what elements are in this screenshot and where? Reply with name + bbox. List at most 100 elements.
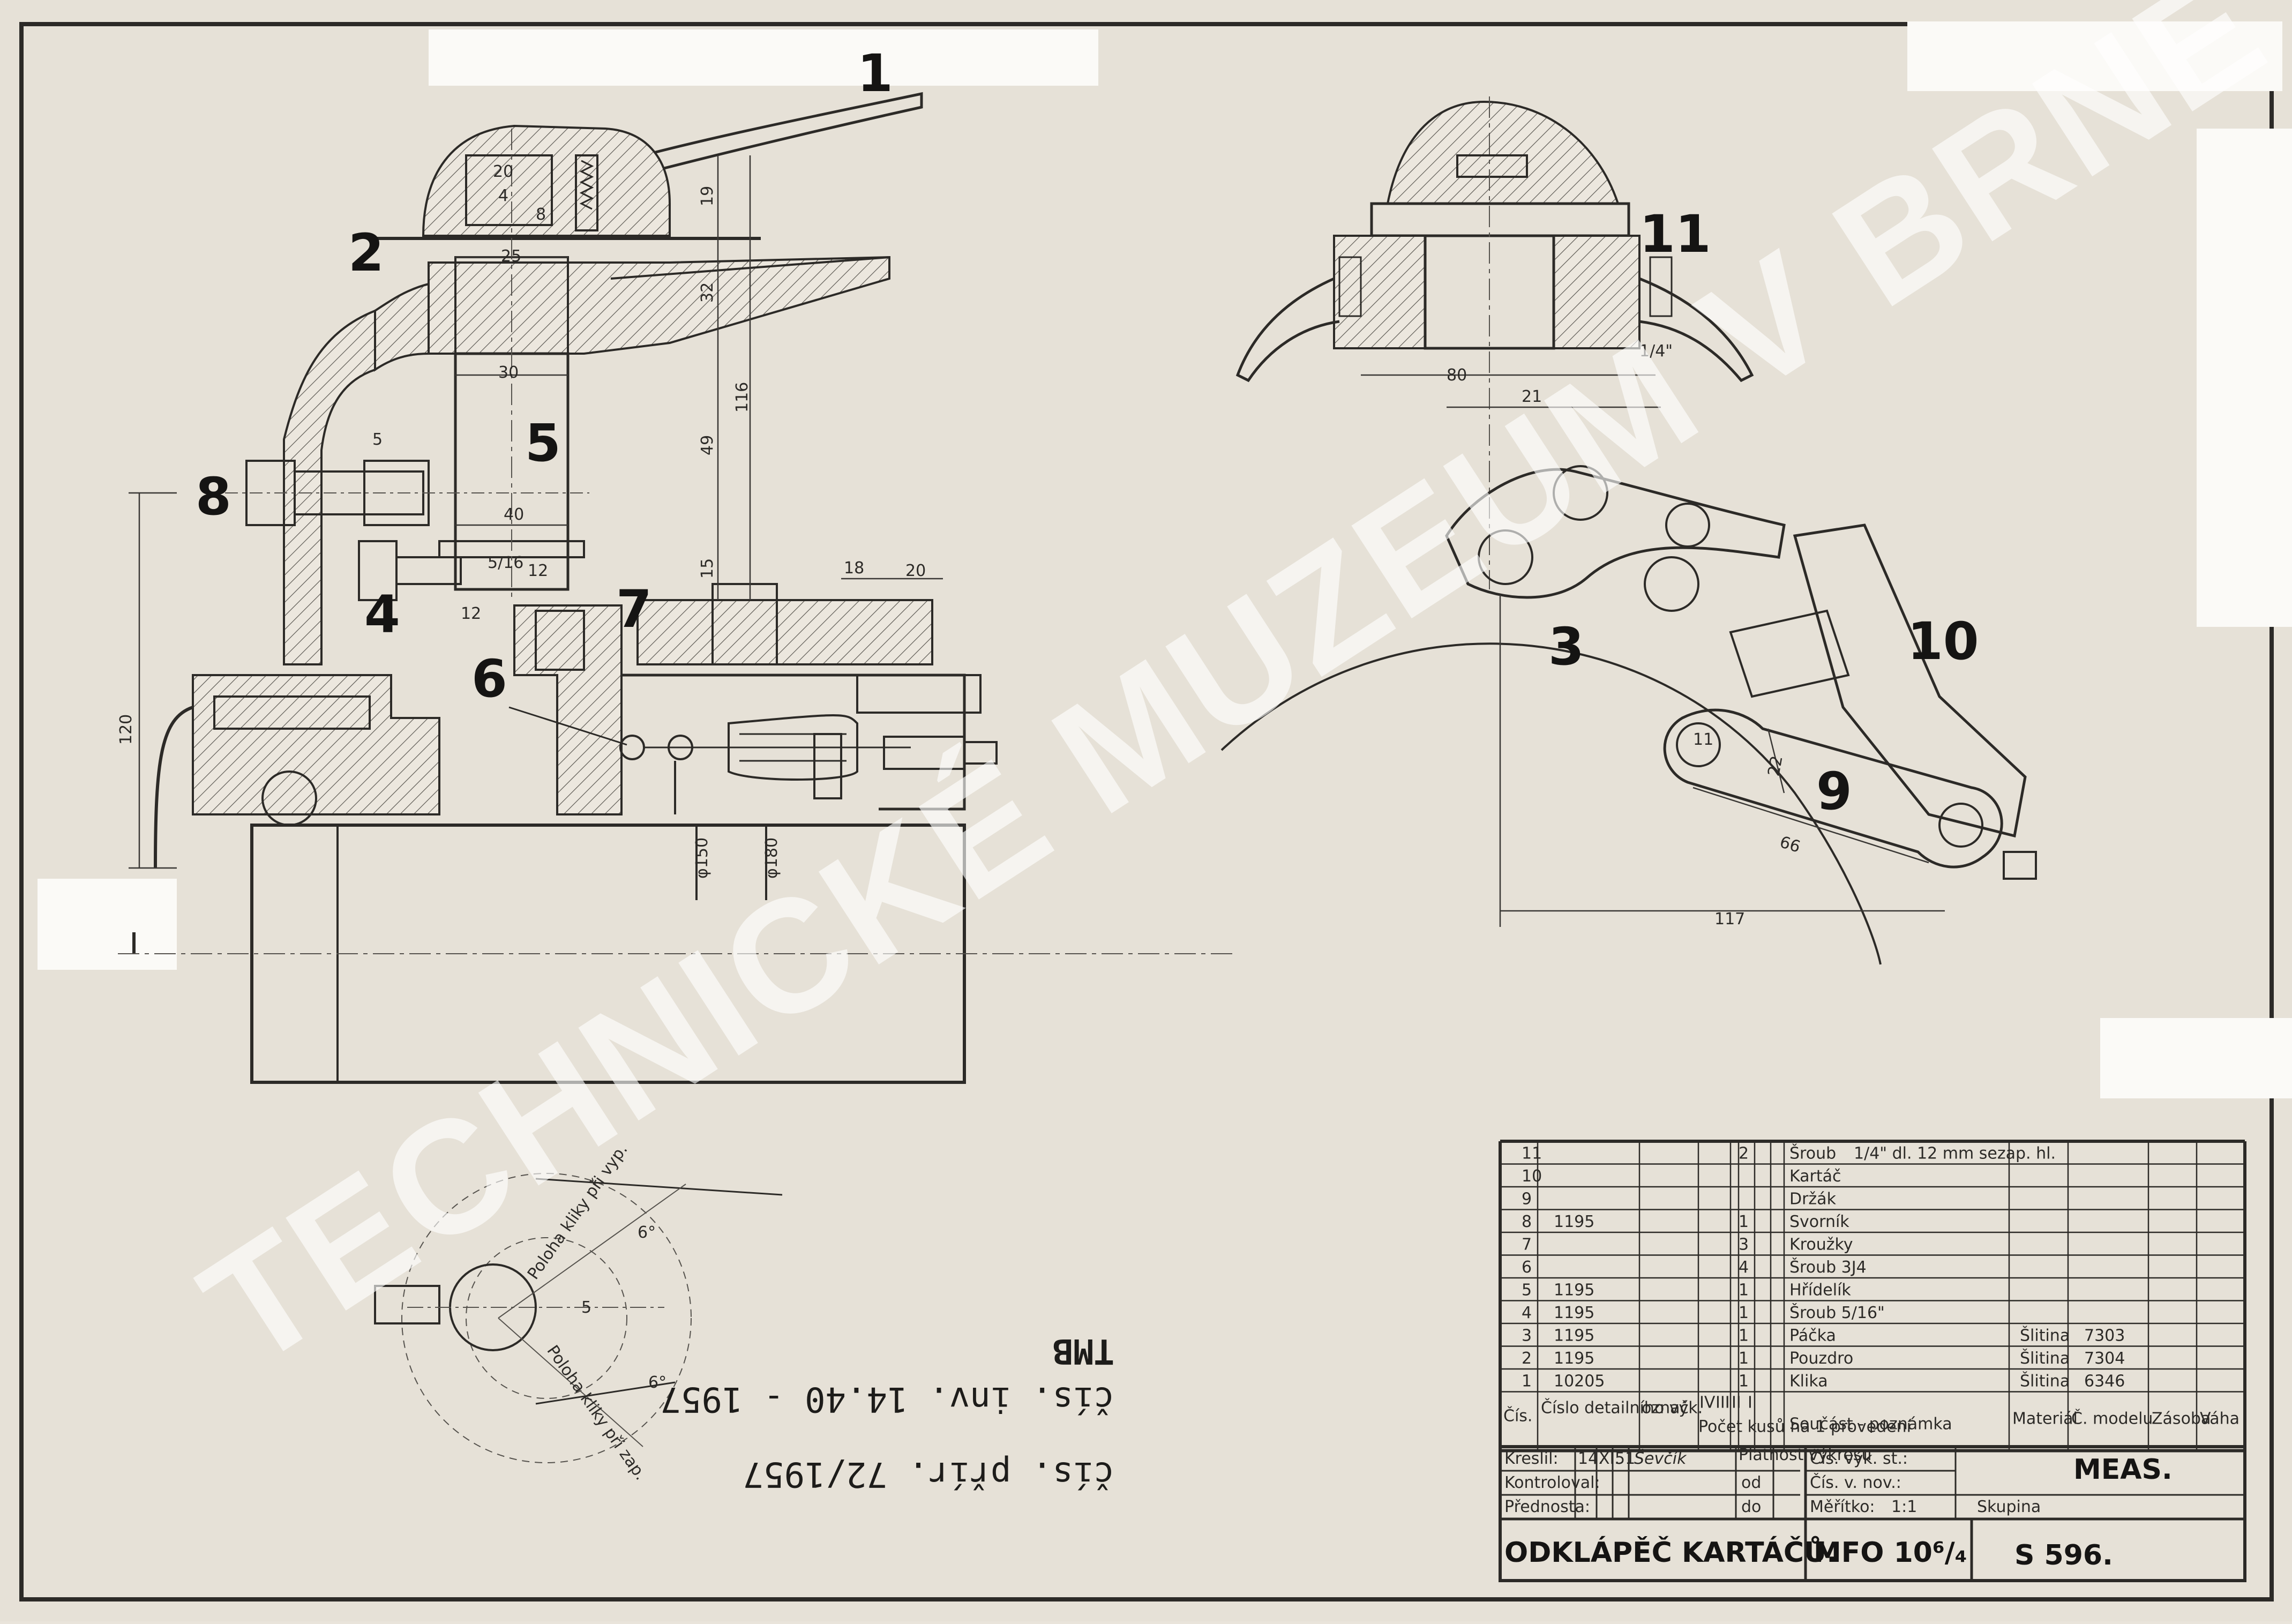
bom-row-name: Hřídelík	[1789, 1281, 1851, 1300]
bom-row-count: 1	[1739, 1349, 1749, 1368]
bom-row-material: Šlitina	[2020, 1371, 2070, 1391]
part-label-3: 3	[1548, 617, 1584, 677]
bom-row-name: Páčka	[1789, 1327, 1836, 1345]
bom-row-name: Klika	[1789, 1372, 1828, 1391]
dim-49: 49	[698, 435, 717, 455]
bom-row-no: 11	[1522, 1144, 1542, 1163]
bom-row-model: 7303	[2084, 1327, 2125, 1345]
bom-header-variant: III	[1716, 1394, 1730, 1412]
note-tmb: TMB	[1052, 1331, 1114, 1371]
bom-row-name: Kartáč	[1789, 1167, 1841, 1186]
part-label-1: 1	[857, 43, 893, 103]
angle-6b: 6°	[648, 1373, 666, 1392]
bom-row-no: 6	[1522, 1258, 1532, 1277]
bom-header-stock: Zásoba	[2152, 1410, 2211, 1428]
tb-company: MEAS.	[2073, 1454, 2173, 1486]
sheet-frame	[19, 22, 2274, 1601]
tb-kreslil-month: XI.	[1599, 1449, 1620, 1468]
bom-row-name: Držák	[1789, 1190, 1837, 1209]
bom-header-name: Součást - poznámka	[1789, 1415, 1952, 1434]
dim-22: 22	[1764, 754, 1786, 778]
bom-header-variant: IV	[1699, 1394, 1716, 1412]
tb-title: ODKLÁPĚČ KARTÁČŮ.	[1504, 1536, 1837, 1569]
part-label-10: 10	[1907, 611, 1979, 671]
part-label-7: 7	[616, 579, 652, 639]
bom-row-no: 5	[1522, 1281, 1532, 1300]
tb-kreslil-year: 51	[1615, 1449, 1635, 1468]
paper-patch-right	[2197, 129, 2292, 627]
bom-row-count: 1	[1739, 1213, 1749, 1231]
part-label-9: 9	[1816, 761, 1852, 821]
bom-header-oznac: označ	[1642, 1399, 1689, 1418]
dim-11: 11	[1693, 730, 1713, 749]
bom-row-note: 1/4" dl. 12 mm sezap. hl.	[1854, 1144, 2056, 1163]
bom-row-count: 2	[1739, 1144, 1749, 1163]
bom-row-name: Šroub 3J4	[1789, 1257, 1867, 1277]
bom-row-no: 4	[1522, 1304, 1532, 1322]
bom-row-count: 1	[1739, 1304, 1749, 1322]
dim-18: 18	[844, 559, 864, 578]
angle-6a: 6°	[638, 1223, 656, 1242]
dim-117: 117	[1714, 910, 1745, 929]
dim-15: 15	[698, 558, 717, 579]
bom-row-material: Šlitina	[2020, 1348, 2070, 1368]
tb-do: do	[1741, 1498, 1761, 1516]
bom-header-detail: Číslo detailního výk.	[1541, 1398, 1703, 1418]
dim-21: 21	[1522, 387, 1542, 406]
dim-20b: 20	[905, 562, 926, 580]
part-label-5: 5	[525, 413, 561, 473]
position-diagram	[374, 1173, 783, 1463]
bom-header-material: Materiál	[2012, 1410, 2078, 1428]
tb-kreslil: Kreslil:	[1504, 1449, 1559, 1468]
bom-row-name: Pouzdro	[1789, 1349, 1853, 1368]
dim-40: 40	[504, 505, 524, 524]
dim-150: φ150	[693, 837, 711, 879]
part-label-11: 11	[1639, 204, 1711, 264]
bom-row-no: 1	[1522, 1372, 1532, 1391]
paper-patch-top-right	[1907, 21, 2282, 91]
dim-1-4: 1/4"	[1639, 342, 1673, 361]
side-view	[1220, 96, 2037, 965]
bom-row-detail: 1195	[1554, 1304, 1594, 1322]
bom-row-detail: 10205	[1554, 1372, 1605, 1391]
section-view	[118, 92, 1232, 1084]
bom-row-no: 2	[1522, 1349, 1532, 1368]
tb-cis-v-nov: Čís. v. nov.:	[1810, 1472, 1901, 1492]
dim-12a: 12	[528, 562, 548, 580]
tb-cis-vyk: Čís. výk. st.:	[1810, 1448, 1908, 1468]
bom-row-no: 10	[1522, 1167, 1542, 1186]
tb-skupina: Skupina	[1977, 1498, 2041, 1516]
bom-header-variant: I	[1748, 1394, 1752, 1412]
dim-25: 25	[501, 247, 521, 266]
part-labels: 1 2 3 4 5 6 7 8 9 10 11	[196, 43, 1979, 821]
tb-number: S 596.	[2014, 1539, 2113, 1571]
dim-120: 120	[117, 714, 136, 745]
part-label-8: 8	[196, 467, 231, 527]
bom-header-weight: Váha	[2200, 1410, 2239, 1428]
dim-30: 30	[498, 363, 519, 382]
bom-row-name: Kroužky	[1789, 1236, 1853, 1254]
tb-kreslil-name: Ševčík	[1634, 1448, 1687, 1468]
dim-5-16: 5/16	[488, 553, 523, 572]
dim-20: 20	[493, 162, 513, 181]
dim-19: 19	[698, 186, 717, 206]
tb-prednosta: Přednosta:	[1504, 1498, 1590, 1516]
dim-12b: 12	[461, 604, 481, 623]
bom-row-no: 3	[1522, 1327, 1532, 1345]
paper-patch-right-lower	[2100, 1018, 2292, 1098]
bom-row-model: 6346	[2084, 1372, 2125, 1391]
paper-patch-left	[38, 879, 177, 970]
dim-8: 8	[536, 205, 546, 224]
tb-kontroloval: Kontroloval:	[1504, 1473, 1600, 1492]
dim-116: 116	[733, 382, 752, 413]
dim-32: 32	[698, 282, 717, 303]
note-accession: čís. přír. 72/1957	[743, 1454, 1114, 1494]
tb-od: od	[1741, 1473, 1761, 1492]
tb-meritko-val: 1:1	[1891, 1498, 1917, 1516]
inventory-notes: TMB čís. inv. 14.40 - 1957 čís. přír. 72…	[660, 1331, 1114, 1494]
bom-row-no: 8	[1522, 1213, 1532, 1231]
paper-patch-top	[429, 29, 1098, 86]
bom-row-no: 7	[1522, 1236, 1532, 1254]
